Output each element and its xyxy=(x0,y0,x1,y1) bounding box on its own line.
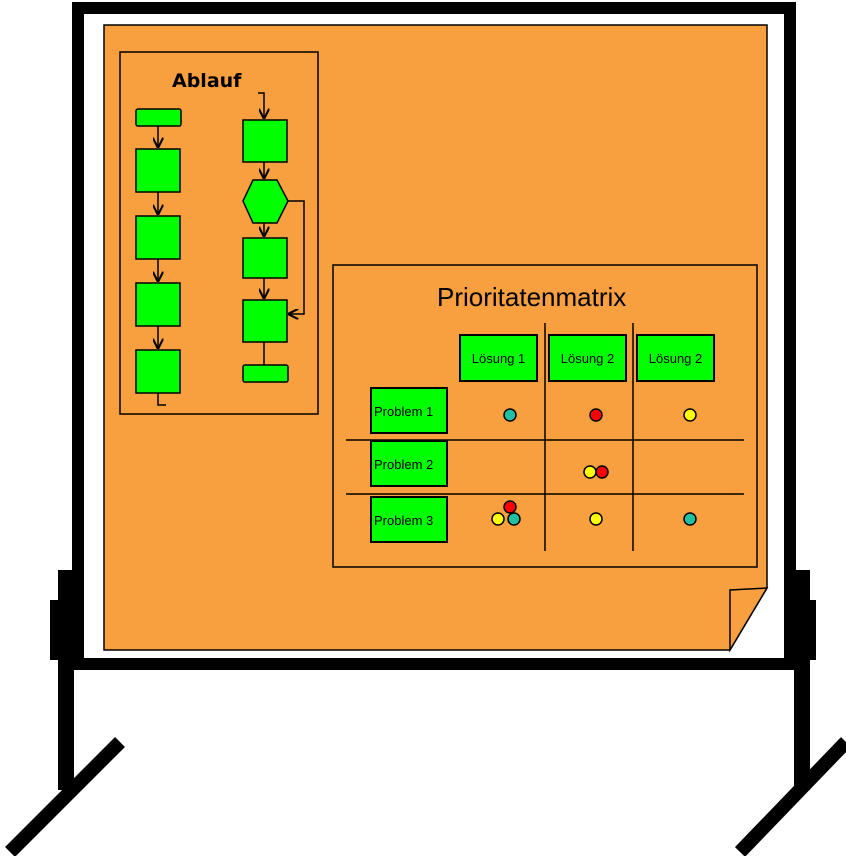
matrix-title: Prioritatenmatrix xyxy=(437,282,626,312)
solution-header-label: Lösung 2 xyxy=(649,351,703,366)
priority-dot-yellow xyxy=(583,465,597,479)
priority-dot-red xyxy=(503,500,517,514)
priority-dots xyxy=(491,408,697,526)
stand-clamp-right xyxy=(806,600,816,660)
problem-header-label: Problem 1 xyxy=(374,404,433,419)
flow-panel: Ablauf xyxy=(119,51,319,415)
paper-corner-curl xyxy=(729,587,769,653)
stand-leg-left xyxy=(58,570,74,790)
flow-step xyxy=(135,349,181,394)
flow-decision-hexagon xyxy=(242,179,289,224)
solution-header-box xyxy=(548,334,627,382)
flow-start-terminal xyxy=(135,108,182,127)
solution-header-box xyxy=(636,334,715,382)
flow-end-terminal xyxy=(242,364,289,383)
flow-step xyxy=(242,299,288,343)
priority-dot-red xyxy=(595,465,609,479)
flow-step xyxy=(135,215,181,260)
stand-clamp-left xyxy=(50,600,60,660)
flipchart-stand xyxy=(5,570,846,856)
solution-header-label: Lösung 2 xyxy=(561,351,615,366)
problem-header-label: Problem 2 xyxy=(374,457,433,472)
solution-header-box xyxy=(459,334,538,382)
problem-headers: Problem 1 Problem 2 Problem 3 xyxy=(370,387,448,543)
solution-headers: Lösung 1 Lösung 2 Lösung 2 xyxy=(459,334,715,382)
flow-step xyxy=(242,237,288,279)
priority-dot-yellow xyxy=(491,512,505,526)
priority-dot-teal xyxy=(503,408,517,422)
matrix-panel-border xyxy=(332,264,758,568)
problem-header-box xyxy=(370,440,448,487)
priority-dot-yellow xyxy=(683,408,697,422)
priority-dot-red xyxy=(589,408,603,422)
problem-header-box xyxy=(370,496,448,543)
flow-entry-arrow xyxy=(258,92,264,118)
stand-foot-right xyxy=(734,737,846,856)
problem-header-box xyxy=(370,387,448,434)
flow-loop-arrow xyxy=(288,200,305,314)
flow-title: Ablauf xyxy=(172,70,242,92)
problem-header-label: Problem 3 xyxy=(374,513,433,528)
flow-connector xyxy=(157,393,166,406)
flow-panel-border xyxy=(119,51,319,415)
solution-header-label: Lösung 1 xyxy=(472,351,526,366)
priority-dot-yellow xyxy=(589,512,603,526)
flow-step xyxy=(242,119,288,163)
flow-step xyxy=(135,148,181,193)
priority-dot-teal xyxy=(507,512,521,526)
flow-step xyxy=(135,282,181,327)
stand-foot-left xyxy=(5,737,125,856)
priority-dot-teal xyxy=(683,512,697,526)
